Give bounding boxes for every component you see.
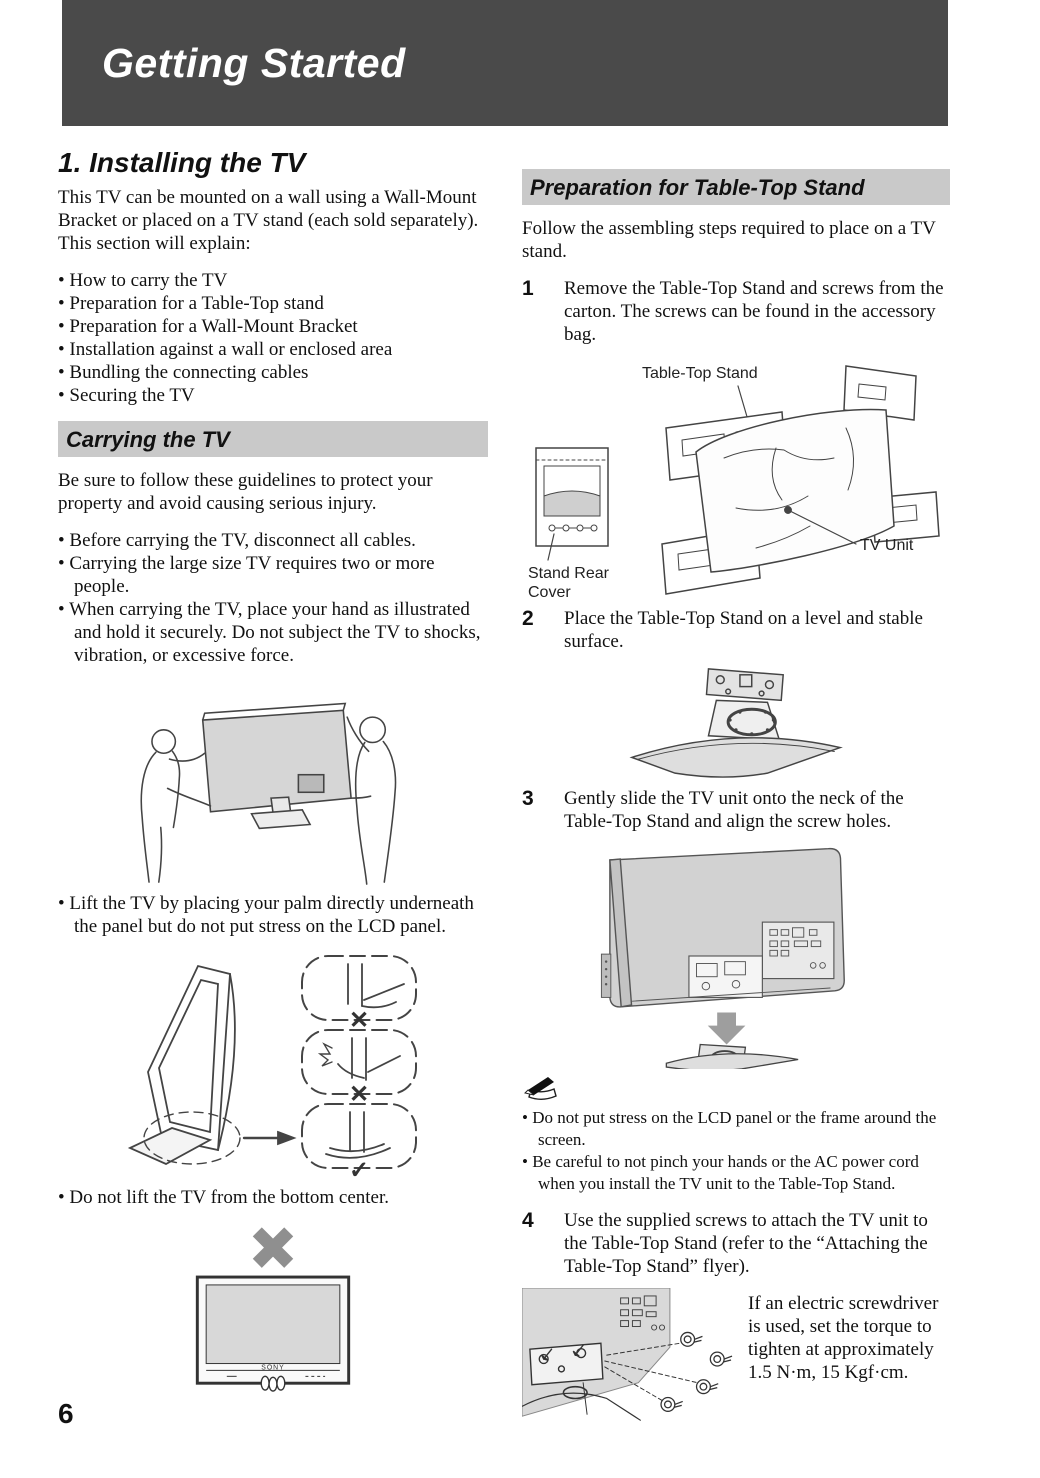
step-text: Gently slide the TV unit onto the neck o… — [564, 788, 904, 832]
big-cross-icon — [252, 1227, 294, 1268]
list-item: Installation against a wall or enclosed … — [58, 338, 488, 361]
step-number: 4 — [522, 1209, 534, 1232]
preparation-intro: Follow the assembling steps required to … — [522, 218, 936, 262]
tv-onto-stand-illustration — [600, 847, 845, 1069]
page-banner: Getting Started — [62, 0, 948, 126]
check-mark-icon: ✓ — [349, 1157, 369, 1180]
list-item: How to carry the TV — [58, 269, 488, 292]
list-item: When carrying the TV, place your hand as… — [58, 598, 488, 667]
lift-bullet-list: Lift the TV by placing your palm directl… — [58, 892, 488, 938]
list-item: Preparation for a Table-Top stand — [58, 292, 488, 315]
list-item: Before carrying the TV, disconnect all c… — [58, 529, 488, 552]
carrying-section-header: Carrying the TV — [58, 421, 488, 457]
table-top-stand-label: Table-Top Stand — [642, 365, 758, 382]
list-item: Preparation for a Wall-Mount Bracket — [58, 315, 488, 338]
step-3: 3 Gently slide the TV unit onto the neck… — [522, 787, 950, 833]
step-number: 1 — [522, 277, 534, 300]
list-item: Carrying the large size TV requires two … — [58, 552, 488, 598]
intro-paragraph: This TV can be mounted on a wall using a… — [58, 187, 479, 254]
left-column: 1. Installing the TV This TV can be moun… — [58, 145, 488, 1401]
list-item: Lift the TV by placing your palm directl… — [58, 892, 488, 938]
note-item: Do not put stress on the LCD panel or th… — [522, 1107, 950, 1151]
step-number: 2 — [522, 607, 534, 630]
hand-position-illustration: ✕ ✕ ✓ — [127, 955, 417, 1180]
note-item: Be careful to not pinch your hands or th… — [522, 1151, 950, 1195]
screw-attachment-row: If an electric screwdriver is used, set … — [522, 1288, 950, 1438]
step-text: Place the Table-Top Stand on a level and… — [564, 608, 923, 652]
list-item: Bundling the connecting cables — [58, 361, 488, 384]
step-1: 1 Remove the Table-Top Stand and screws … — [522, 277, 950, 346]
stand-rear-cover-label: Stand Rear — [528, 565, 610, 582]
carrying-bullet-list: Before carrying the TV, disconnect all c… — [58, 529, 488, 667]
carrying-tv-illustration — [140, 702, 397, 885]
carton-contents-illustration: Table-Top Stand TV Unit Stand Rear Cover — [528, 365, 940, 601]
stand-rear-cover-label: Cover — [528, 584, 571, 601]
step-text: Use the supplied screws to attach the TV… — [564, 1210, 928, 1277]
cross-mark-icon: ✕ — [349, 1007, 369, 1034]
list-item: Do not lift the TV from the bottom cente… — [58, 1186, 488, 1209]
tv-brand-label: SONY — [261, 1364, 284, 1371]
note-pencil-icon — [524, 1077, 557, 1100]
torque-note-text: If an electric screwdriver is used, set … — [748, 1293, 939, 1383]
list-item: Securing the TV — [58, 384, 488, 407]
screw-attachment-illustration — [522, 1288, 733, 1421]
dont-lift-bullet-list: Do not lift the TV from the bottom cente… — [58, 1186, 488, 1209]
preparation-section-header: Preparation for Table-Top Stand — [522, 169, 950, 205]
step-text: Remove the Table-Top Stand and screws fr… — [564, 278, 944, 345]
page-number: 6 — [58, 1398, 74, 1429]
tv-unit-label: TV Unit — [860, 537, 914, 554]
table-top-stand-illustration — [629, 668, 843, 778]
note-list: Do not put stress on the LCD panel or th… — [522, 1107, 950, 1195]
bottom-center-prohibition-illustration: SONY — [195, 1227, 351, 1392]
cross-mark-icon: ✕ — [349, 1081, 369, 1108]
section-title: 1. Installing the TV — [58, 147, 306, 178]
banner-title: Getting Started — [102, 39, 406, 86]
carrying-intro: Be sure to follow these guidelines to pr… — [58, 470, 433, 514]
step-2: 2 Place the Table-Top Stand on a level a… — [522, 607, 950, 653]
step-4: 4 Use the supplied screws to attach the … — [522, 1209, 950, 1278]
right-column: Preparation for Table-Top Stand Follow t… — [522, 163, 950, 1438]
intro-bullet-list: How to carry the TV Preparation for a Ta… — [58, 269, 488, 407]
step-number: 3 — [522, 787, 534, 810]
